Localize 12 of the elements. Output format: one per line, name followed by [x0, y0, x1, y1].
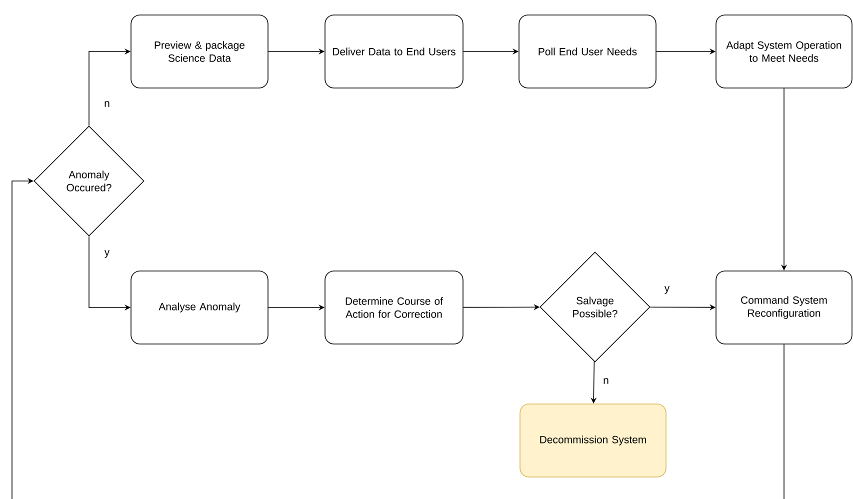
edge-label: n — [103, 100, 111, 108]
process-box: Decommission System — [520, 404, 666, 478]
process-box: Poll End User Needs — [518, 14, 656, 88]
edge-label: n — [602, 377, 610, 385]
edge-label: y — [103, 249, 111, 259]
process-box: Command System Reconfiguration — [716, 270, 852, 344]
process-box: Analyse Anomaly — [130, 270, 268, 344]
process-box: Determine Course of Action for Correction — [324, 270, 464, 344]
process-box: Deliver Data to End Users — [324, 14, 464, 88]
process-box: Adapt System Operation to Meet Needs — [716, 14, 852, 88]
process-box: Preview & package Science Data — [130, 14, 268, 88]
edge-label: y — [663, 285, 671, 295]
